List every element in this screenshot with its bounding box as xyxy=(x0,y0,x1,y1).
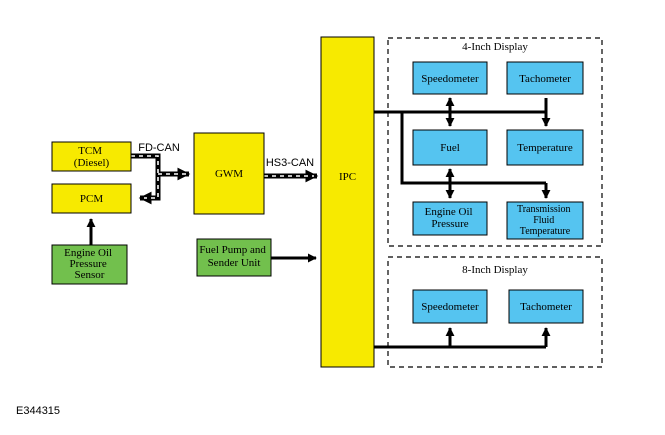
gauge-4in-oil-pressure-label: Engine Oil Pressure xyxy=(425,206,476,230)
gauge-4in-fuel-label: Fuel xyxy=(440,142,460,154)
pcm-box xyxy=(51,183,132,214)
display-8inch-title: 8-Inch Display xyxy=(462,264,528,276)
pcm-label: PCM xyxy=(80,193,103,205)
gauge-4in-fuel xyxy=(412,129,488,166)
ipc-box xyxy=(320,36,375,368)
ipc-label: IPC xyxy=(339,171,356,183)
gauge-4in-speedometer-label: Speedometer xyxy=(421,73,479,85)
gauge-4in-tachometer xyxy=(506,61,584,95)
tcm-label: TCM (Diesel) xyxy=(74,145,110,169)
gauge-4in-tachometer-label: Tachometer xyxy=(519,73,571,85)
gwm-label: GWM xyxy=(215,168,243,180)
display-4inch-frame xyxy=(387,37,603,247)
display-8inch-wiring xyxy=(374,327,551,349)
oil-sensor-label: Engine Oil Pressure Sensor xyxy=(64,247,115,281)
gauge-4in-oil-pressure xyxy=(412,201,488,236)
gwm-box xyxy=(193,132,265,215)
gauge-4in-trans-temp-label: Transmission Fluid Temperature xyxy=(517,204,573,237)
gauge-8in-tachometer xyxy=(508,289,584,324)
gauge-8in-speedometer-label: Speedometer xyxy=(421,301,479,313)
display-4inch-wiring xyxy=(374,97,551,199)
tcm-box xyxy=(51,141,132,172)
fuel-pump-label: Fuel Pump and Sender Unit xyxy=(199,244,268,269)
gauge-4in-trans-temp xyxy=(506,201,584,240)
display-4inch-title: 4-Inch Display xyxy=(462,41,528,53)
gauge-4in-temperature xyxy=(506,129,584,166)
fuel-pump-box xyxy=(196,238,272,277)
figure-id: E344315 xyxy=(16,405,60,417)
hs3-can-label: HS3-CAN xyxy=(266,157,314,169)
gauge-4in-speedometer xyxy=(412,61,488,95)
oil-sensor-box xyxy=(51,244,128,285)
gauge-8in-speedometer xyxy=(412,289,488,324)
gauge-8in-tachometer-label: Tachometer xyxy=(520,301,572,313)
fd-can-bus xyxy=(131,153,191,205)
gauge-4in-temperature-label: Temperature xyxy=(517,142,573,154)
fd-can-label: FD-CAN xyxy=(138,142,180,154)
